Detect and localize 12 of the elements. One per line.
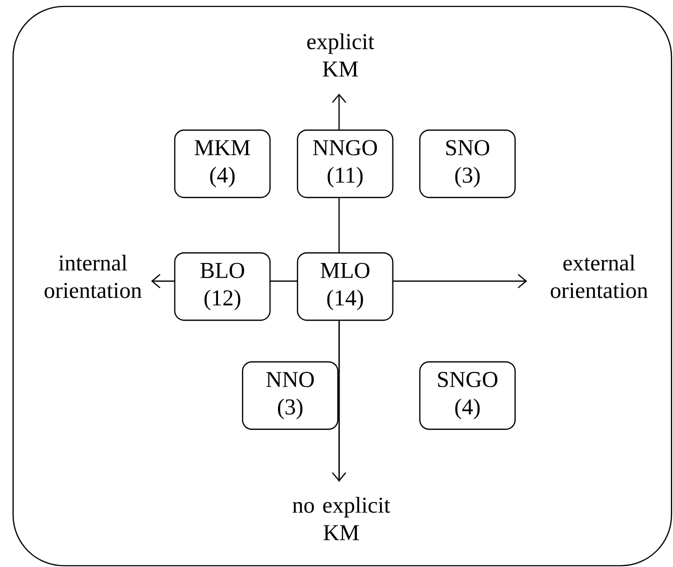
category-box: BLO (12): [174, 252, 271, 321]
axis-label: no explicit KM: [292, 496, 390, 540]
frame-box: [12, 6, 672, 566]
category-box: NNO (3): [242, 361, 338, 430]
axis-label: external orientation: [550, 254, 648, 298]
category-box: MKM (4): [174, 130, 271, 198]
category-box: MLO (14): [296, 252, 394, 321]
axis-label: explicit KM: [307, 33, 374, 77]
axis-label: internal orientation: [44, 254, 142, 298]
category-box: SNGO (4): [419, 361, 516, 430]
category-box: NNGO (11): [296, 130, 394, 198]
category-box: SNO (3): [419, 130, 516, 198]
